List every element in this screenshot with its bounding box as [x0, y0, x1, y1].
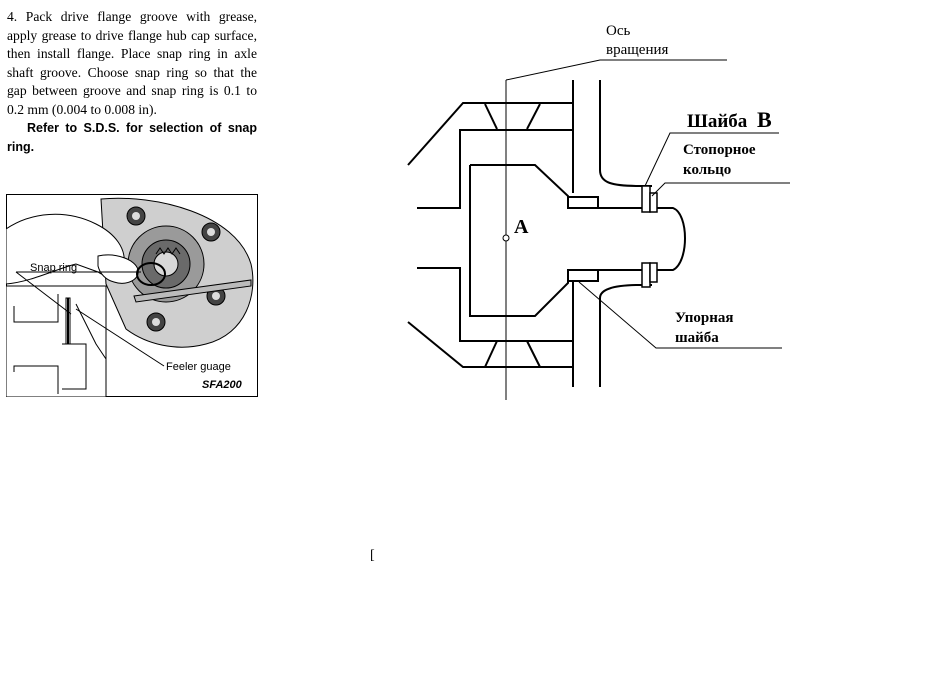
label-washer-letter: B [757, 107, 772, 132]
housing-lines [407, 80, 686, 387]
snap-ring-shape [136, 262, 166, 286]
washer-and-ring [641, 185, 658, 288]
label-axis-1: Ось [606, 23, 630, 39]
label-thrust-2: шайба [675, 330, 719, 346]
label-feeler-gauge: Feeler guage [166, 361, 231, 373]
instruction-note: Refer to S.D.S. for selection of snap ri… [7, 121, 257, 154]
inset-detail [6, 285, 107, 397]
snap-ring-figure: Snap ring Feeler guage SFA200 [6, 194, 258, 397]
label-thrust-1: Упорная [675, 310, 734, 326]
hub-machinery [100, 197, 254, 348]
label-retaining-1: Стопорное [683, 142, 756, 158]
point-a-marker [502, 234, 510, 242]
snap-ring-leader [15, 271, 72, 315]
leader-lines [505, 59, 790, 349]
figure-code: SFA200 [202, 379, 243, 391]
feeler-blade [133, 279, 252, 303]
stray-bracket-mark: [ [370, 548, 375, 563]
label-axis-2: вращения [606, 42, 669, 58]
feeler-leader [75, 308, 165, 367]
label-washer: Шайба [687, 111, 748, 132]
label-snap-ring: Snap ring [30, 262, 77, 274]
label-point-a: A [514, 216, 529, 238]
label-retaining-2: кольцо [683, 162, 731, 178]
instruction-step: 4. Pack drive flange groove with grease,… [7, 9, 257, 117]
instruction-text: 4. Pack drive flange groove with grease,… [7, 8, 257, 157]
